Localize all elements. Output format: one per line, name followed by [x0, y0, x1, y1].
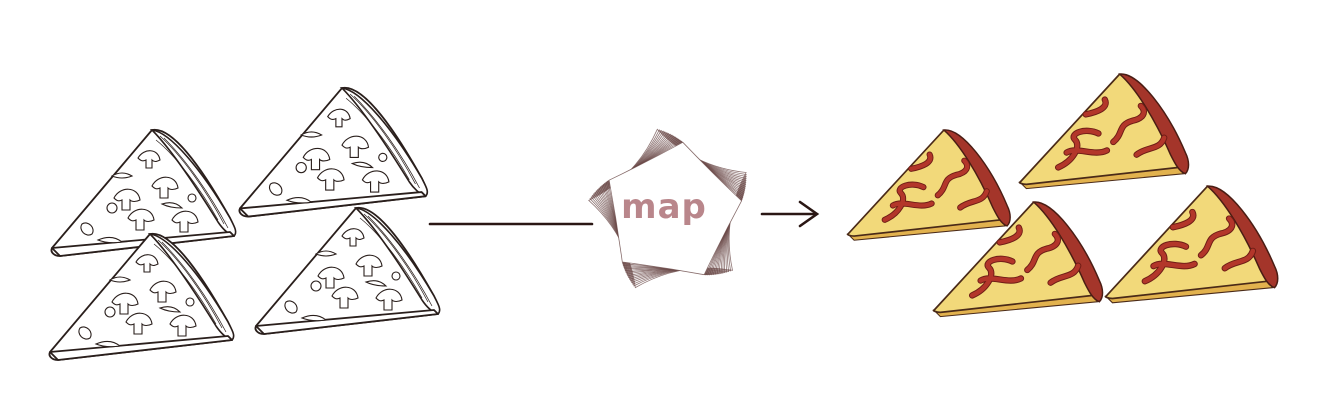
pizza-slice-outline-icon	[254, 206, 441, 335]
pizza-slice-outline-icon	[50, 128, 237, 257]
input-slices	[48, 86, 441, 361]
map-label: map	[621, 187, 707, 227]
starburst-icon	[588, 128, 747, 289]
pizza-slice-cooked-icon	[1019, 74, 1188, 189]
output-slices	[847, 74, 1277, 317]
pizza-slice-cooked-icon	[1105, 186, 1277, 303]
arrow-right-icon	[760, 200, 820, 228]
starburst-layer	[608, 141, 743, 276]
pizza-slice-outline-icon	[238, 86, 429, 218]
map-operator: map	[588, 128, 747, 289]
pizza-slice-cooked-icon	[847, 130, 1010, 240]
